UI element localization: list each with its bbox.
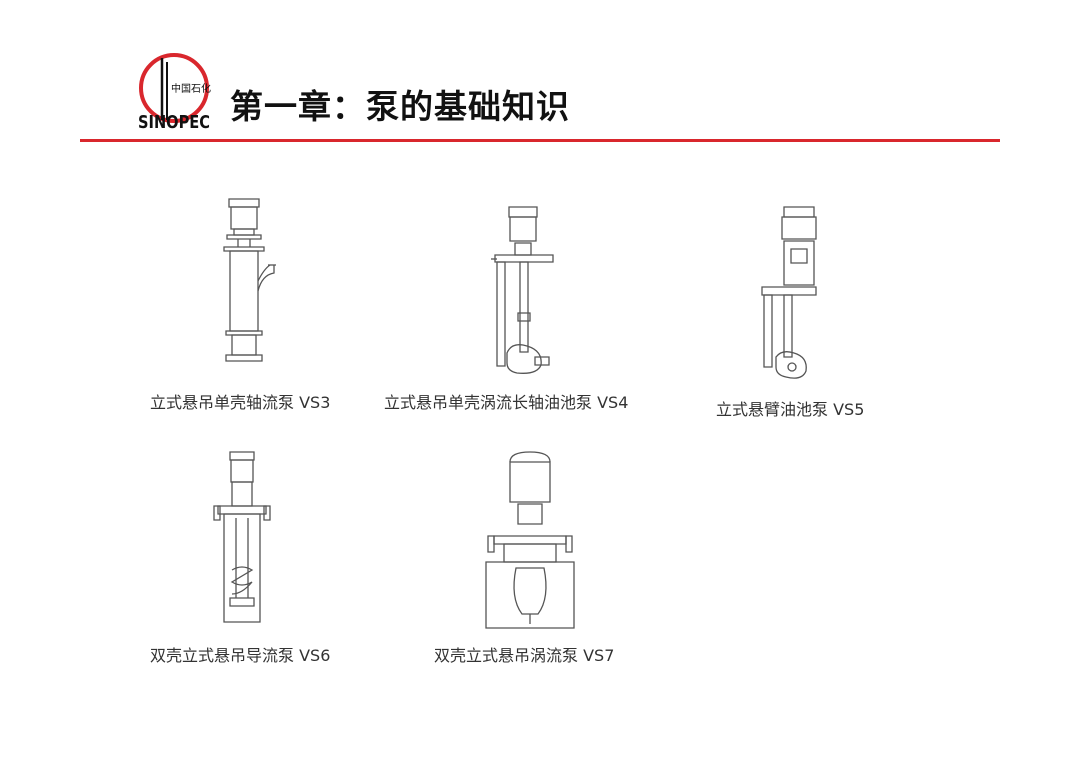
pump-diagram-vs5 xyxy=(758,205,828,385)
pump-diagram-vs6 xyxy=(212,448,272,628)
pump-caption-vs3: 立式悬吊单壳轴流泵 VS3 xyxy=(150,393,331,412)
pump-diagram-vs4 xyxy=(485,203,565,383)
pump-diagram-vs7 xyxy=(480,448,580,632)
pump-caption-vs7: 双壳立式悬吊涡流泵 VS7 xyxy=(434,646,615,665)
page-title: 第一章：泵的基础知识 xyxy=(230,87,570,126)
logo-en-text: SINOPEC xyxy=(138,112,210,132)
pump-caption-vs6: 双壳立式悬吊导流泵 VS6 xyxy=(150,646,331,665)
pump-caption-vs5: 立式悬臂油池泵 VS5 xyxy=(716,400,865,419)
title-divider xyxy=(80,139,1000,142)
pump-caption-vs4: 立式悬吊单壳涡流长轴油池泵 VS4 xyxy=(384,393,629,412)
logo-cn-text: 中国石化 xyxy=(171,82,211,95)
pump-diagram-vs3 xyxy=(210,195,280,370)
sinopec-logo: 中国石化 SINOPEC xyxy=(138,50,211,132)
